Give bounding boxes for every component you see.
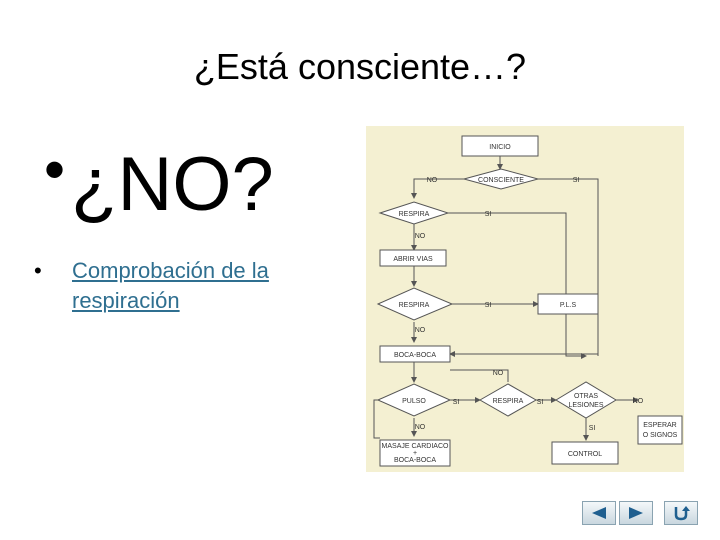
flow-boca-boca-2: BOCA-BOCA: [394, 457, 436, 464]
flow-no-2: NO: [415, 233, 426, 240]
flowchart-svg: INICIO CONSCIENTE NO SI RESPIRA SI NO AB…: [373, 135, 683, 467]
flow-plus: +: [413, 450, 417, 457]
prev-slide-button[interactable]: [582, 501, 616, 525]
flow-si-2: SI: [485, 211, 492, 218]
flow-consciente: CONSCIENTE: [478, 177, 524, 184]
flow-no-1: NO: [427, 177, 438, 184]
flow-no-5: NO: [633, 398, 644, 405]
flow-lesiones: LESIONES: [568, 402, 603, 409]
flow-respira-2: RESPIRA: [399, 302, 430, 309]
triangle-right-icon: [629, 507, 643, 519]
slide-title: ¿Está consciente…?: [193, 46, 527, 87]
flow-otras: OTRAS: [574, 393, 598, 400]
flow-abrir-vias: ABRIR VIAS: [393, 256, 433, 263]
flow-no-6: NO: [415, 424, 426, 431]
flow-esperar: ESPERAR: [643, 422, 676, 429]
flow-no-3: NO: [415, 327, 426, 334]
respiration-check-link[interactable]: Comprobación de la respiración: [72, 258, 269, 313]
flow-boca-boca: BOCA-BOCA: [394, 352, 436, 359]
flowchart-image: INICIO CONSCIENTE NO SI RESPIRA SI NO AB…: [366, 126, 684, 472]
flow-si-1: SI: [573, 177, 580, 184]
next-slide-button[interactable]: [619, 501, 653, 525]
main-bullet-text: ¿NO?: [71, 142, 274, 227]
return-button[interactable]: [664, 501, 698, 525]
flow-no-4: NO: [493, 370, 504, 377]
flow-si-6: SI: [589, 425, 596, 432]
flow-respira-1: RESPIRA: [399, 211, 430, 218]
sub-bullet: • Comprobación de la respiración: [34, 256, 332, 316]
bullet-dot-icon: •: [44, 136, 66, 203]
flow-respira-3: RESPIRA: [493, 398, 524, 405]
u-turn-arrow-icon: [674, 506, 690, 521]
flow-si-5: SI: [537, 399, 544, 406]
flow-pulso: PULSO: [402, 398, 426, 405]
main-bullet: •¿NO?: [44, 140, 274, 223]
flow-inicio: INICIO: [489, 144, 511, 151]
sub-bullet-dot-icon: •: [34, 258, 42, 283]
flow-masaje: MASAJE CARDIACO: [382, 443, 449, 450]
flow-si-4: SI: [453, 399, 460, 406]
triangle-left-icon: [592, 507, 606, 519]
flow-signos: O SIGNOS: [643, 432, 678, 439]
flow-control: CONTROL: [568, 451, 602, 458]
flow-pls: P.L.S: [560, 302, 577, 309]
flow-si-3: SI: [485, 302, 492, 309]
